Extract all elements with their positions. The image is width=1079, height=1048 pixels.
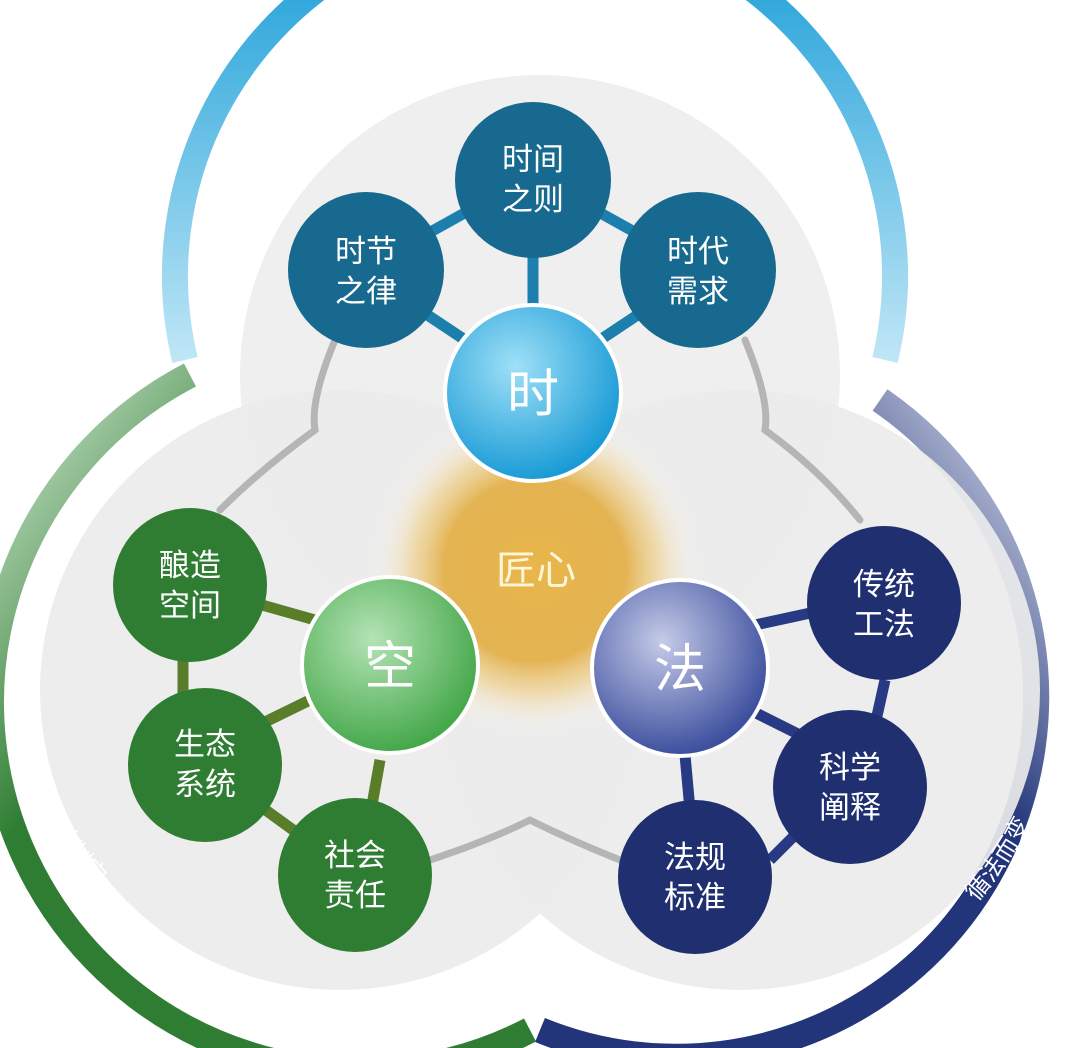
hub-time-label: 时 <box>507 365 559 425</box>
space-node-2: 社会 责任 <box>278 798 432 952</box>
space-node-0: 酿造 空间 <box>113 508 267 662</box>
outer-label-top: 顺天应时 <box>490 0 591 16</box>
node-label-line1: 法规 <box>664 840 726 876</box>
time-node-0: 时间 之则 <box>455 102 611 258</box>
outer-ring-right <box>535 389 1050 1048</box>
space-node-1: 生态 系统 <box>128 688 282 842</box>
hub-space: 空 <box>300 575 480 755</box>
node-label-line1: 时代 <box>667 234 729 270</box>
time-node-1: 时节 之律 <box>288 192 444 348</box>
hub-law: 法 <box>590 578 770 758</box>
node-label-line2: 工法 <box>853 607 915 643</box>
hub-time: 时 <box>443 303 623 483</box>
hub-space-label: 空 <box>364 637 416 697</box>
law-node-0: 传统 工法 <box>807 526 961 680</box>
law-node-1: 科学 阐释 <box>773 710 927 864</box>
node-label-line1: 时节 <box>335 234 397 270</box>
node-label-line1: 生态 <box>174 727 236 763</box>
law-node-2: 法规 标准 <box>618 800 772 954</box>
outer-label-top-text: 顺天应时 <box>490 0 591 16</box>
node-label-line2: 之则 <box>502 182 564 218</box>
node-label-line1: 社会 <box>324 838 386 874</box>
node-label-line2: 系统 <box>174 767 236 803</box>
node-label-line1: 科学 <box>819 750 881 786</box>
trefoil-outline <box>216 336 864 864</box>
node-label-line1: 酿造 <box>159 548 221 584</box>
node-label-line2: 阐释 <box>819 790 881 826</box>
node-label-line2: 需求 <box>667 274 729 310</box>
outer-ring-left <box>0 363 536 1048</box>
node-label-line1: 时间 <box>502 142 564 178</box>
core-label: 匠心 <box>496 548 576 594</box>
time-node-2: 时代 需求 <box>620 192 776 348</box>
node-label-line1: 传统 <box>853 567 915 603</box>
node-label-line2: 标准 <box>664 880 726 916</box>
hub-law-label: 法 <box>654 640 706 700</box>
node-label-line2: 空间 <box>159 588 221 624</box>
outer-ring-top <box>162 0 908 364</box>
node-label-line2: 之律 <box>335 274 397 310</box>
node-label-line2: 责任 <box>324 878 386 914</box>
